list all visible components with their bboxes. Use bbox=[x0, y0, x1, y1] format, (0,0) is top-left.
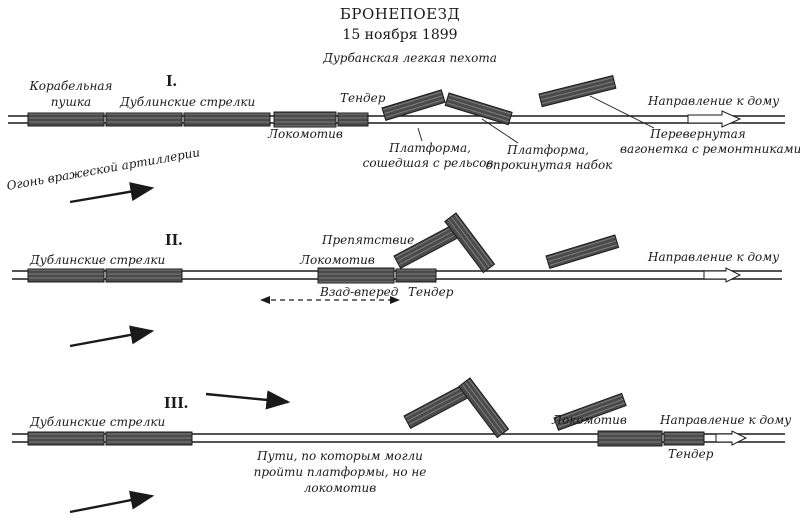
panel-1-gun-label-2: пушка bbox=[50, 95, 92, 109]
panel-3-dublin-car-2 bbox=[105, 431, 193, 446]
panel-1-enemy-fire-arrow bbox=[69, 182, 155, 204]
diagram-title: БРОНЕПОЕЗД bbox=[339, 5, 461, 23]
panel-2-back-forth-label: Взад-вперед bbox=[320, 285, 399, 299]
panel-2-obstacle-2 bbox=[444, 212, 496, 274]
panel-3-tracks-label-1: Пути, по которым могли bbox=[257, 449, 423, 463]
panel-1-overturned-label-1: Перевернутая bbox=[650, 127, 746, 141]
panel-1-dublin-car-1 bbox=[105, 112, 183, 127]
panel-2-obstacle-label: Препятствие bbox=[322, 233, 415, 247]
panel-1-naval-gun-car bbox=[27, 112, 105, 127]
panel-1-drawing bbox=[8, 75, 785, 204]
panel-3-locomotive-label: Локомотив bbox=[552, 413, 627, 427]
panel-2-locomotive-label: Локомотив bbox=[300, 253, 375, 267]
panel-3-tender bbox=[663, 431, 705, 446]
panel-1-direction-label: Направление к дому bbox=[648, 94, 780, 108]
panel-3-number: III. bbox=[164, 393, 189, 412]
panel-3-drawing bbox=[12, 377, 785, 514]
panel-1-tipped-label-2: опрокинутая набок bbox=[485, 158, 613, 172]
panel-2-dublin-label: Дублинские стрелки bbox=[30, 253, 166, 267]
panel-1-overturned-label-2: вагонетка с ремонтниками bbox=[620, 142, 800, 156]
panel-2-dublin-car-2 bbox=[105, 268, 183, 283]
panel-1-derailed-label-1: Платформа, bbox=[389, 141, 471, 155]
panel-3-direction-label: Направление к дому bbox=[660, 413, 792, 427]
panel-2-locomotive bbox=[317, 267, 395, 284]
panel-1-locomotive-label: Локомотив bbox=[268, 127, 343, 141]
diagram-subtitle: Дурбанская легкая пехота bbox=[323, 51, 497, 65]
panel-2-dublin-car-1 bbox=[27, 268, 105, 283]
panel-1-locomotive bbox=[273, 111, 337, 128]
panel-3-dublin-label: Дублинские стрелки bbox=[30, 415, 166, 429]
panel-3-tracks-label-2: пройти платформы, но не bbox=[253, 465, 427, 479]
panel-3-locomotive bbox=[597, 430, 663, 447]
panel-2-drawing bbox=[12, 212, 782, 348]
panel-1-dublin-label: Дублинские стрелки bbox=[120, 95, 256, 109]
panel-2-number: II. bbox=[165, 230, 183, 249]
panel-2-back-forth-right-head bbox=[390, 296, 400, 304]
panel-3-tracks-label-3: локомотив bbox=[303, 481, 377, 495]
panel-3-home-arrow bbox=[715, 430, 748, 446]
diagram-date: 15 ноября 1899 bbox=[342, 27, 458, 43]
panel-1-gun-label-1: Корабельная bbox=[29, 79, 113, 93]
panel-2-home-arrow bbox=[703, 267, 742, 283]
panel-1-overturned-trolley bbox=[538, 75, 617, 108]
panel-1-leader-trolley bbox=[589, 95, 655, 129]
panel-2-debris bbox=[545, 234, 620, 270]
panel-3-dublin-car-1 bbox=[27, 431, 105, 446]
panel-2-direction-label: Направление к дому bbox=[648, 250, 780, 264]
panel-2-tender-label: Тендер bbox=[408, 285, 454, 299]
panel-1-number: I. bbox=[166, 71, 177, 90]
panel-1-derailed-platform bbox=[381, 89, 446, 122]
panel-1-leader-tipped bbox=[481, 118, 519, 144]
panel-3-enemy-fire-arrow-top bbox=[205, 390, 291, 410]
panel-1-dublin-car-2 bbox=[183, 112, 271, 127]
panel-1-tender bbox=[337, 112, 369, 127]
panel-3-enemy-fire-arrow-bottom bbox=[69, 490, 155, 514]
panel-1-tender-label: Тендер bbox=[340, 91, 386, 105]
panel-1-home-arrow bbox=[687, 110, 742, 128]
panel-1-derailed-label-2: сошедшая с рельсов bbox=[362, 156, 494, 170]
panel-1-tipped-label-1: Платформа, bbox=[507, 143, 589, 157]
panel-3-debris bbox=[553, 392, 627, 431]
panel-1-tipped-platform bbox=[444, 92, 513, 126]
panel-2-enemy-fire-arrow bbox=[69, 325, 155, 348]
panel-3-platform-2 bbox=[458, 377, 510, 439]
panel-2-back-forth-left-head bbox=[260, 296, 270, 304]
panel-2-tender bbox=[395, 268, 437, 283]
panel-3-tender-label: Тендер bbox=[668, 447, 714, 461]
panel-1-leader-derailed bbox=[417, 127, 423, 142]
